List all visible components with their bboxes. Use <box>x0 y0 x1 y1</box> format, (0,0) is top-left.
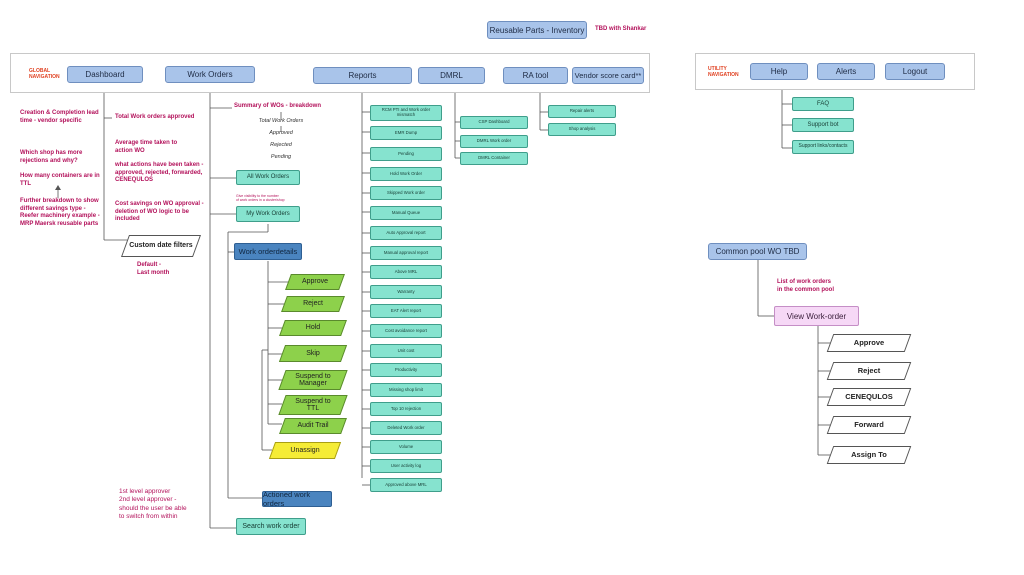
dashboard-note-containers: How many containers are in TTL <box>20 173 100 187</box>
report-item[interactable]: Hold Work Order <box>370 167 442 181</box>
utility-navigation-label: UTILITY NAVIGATION <box>708 66 739 78</box>
help-support-bot[interactable]: Support bot <box>792 118 854 132</box>
report-item[interactable]: Auto Approval report <box>370 226 442 240</box>
report-item[interactable]: Manual Queue <box>370 206 442 220</box>
dmrl-container[interactable]: DMRL Container <box>460 152 528 165</box>
common-pool-wo[interactable]: Common pool WO TBD <box>708 243 807 260</box>
report-item[interactable]: Productivity <box>370 363 442 377</box>
action-unassign[interactable]: Unassign <box>268 442 342 459</box>
wo-summary-title: Summary of WOs - breakdown <box>234 103 322 109</box>
approver-note: 1st level approver 2nd level approver - … <box>119 488 187 521</box>
report-item[interactable]: Above MRL <box>370 265 442 279</box>
nav-logout[interactable]: Logout <box>885 63 945 80</box>
action-hold[interactable]: Hold <box>279 320 347 336</box>
pool-action-cenequlos[interactable]: CENEQULOS <box>826 388 912 406</box>
help-support-links[interactable]: Support links/contacts <box>792 140 854 154</box>
view-work-order[interactable]: View Work-order <box>774 306 859 326</box>
dashboard-note-rejections: Which shop has more rejections and why? <box>20 150 83 164</box>
report-item[interactable]: Manual approval report <box>370 246 442 260</box>
nav-work-orders[interactable]: Work Orders <box>165 66 255 83</box>
pool-action-reject[interactable]: Reject <box>826 362 912 380</box>
report-item[interactable]: Skipped Work order <box>370 186 442 200</box>
ra-repair-alerts[interactable]: Repair alerts <box>548 105 616 118</box>
wo-summary-total: Total Work Orders <box>258 118 304 124</box>
action-reject[interactable]: Reject <box>281 296 345 312</box>
report-item[interactable]: Volume <box>370 440 442 454</box>
custom-date-default-note: Default - Last month <box>137 262 170 276</box>
report-item[interactable]: RCM PTI and Work order mismatch <box>370 105 442 121</box>
ra-shop-analysis[interactable]: Shop analysis <box>548 123 616 136</box>
global-navigation-label: GLOBAL NAVIGATION <box>29 68 60 80</box>
report-item[interactable]: EMR Dump <box>370 126 442 140</box>
report-item[interactable]: Top 10 rejection <box>370 402 442 416</box>
report-item[interactable]: EAT Alert report <box>370 304 442 318</box>
report-item[interactable]: Cost avoidance report <box>370 324 442 338</box>
nav-alerts[interactable]: Alerts <box>817 63 875 80</box>
pool-action-forward[interactable]: Forward <box>826 416 912 434</box>
pool-action-approve[interactable]: Approve <box>826 334 912 352</box>
nav-dmrl[interactable]: DMRL <box>418 67 485 84</box>
dmrl-csp-dashboard[interactable]: CSP Dashboard <box>460 116 528 129</box>
report-item[interactable]: Missing shop limit <box>370 383 442 397</box>
dashboard-note-lead-time: Creation & Completion lead time - vendor… <box>20 110 99 124</box>
report-item[interactable]: Approved above MRL <box>370 478 442 492</box>
nav-reports[interactable]: Reports <box>313 67 412 84</box>
actioned-work-orders[interactable]: Actioned work orders <box>262 490 332 508</box>
dashboard-note-savings: Further breakdown to show different savi… <box>20 198 100 227</box>
nav-ra-tool[interactable]: RA tool <box>503 67 568 84</box>
dashboard-note-average-time: Average time taken to action WO <box>115 140 178 154</box>
dashboard-note-actions-taken: what actions have been taken - approved,… <box>115 162 204 183</box>
action-suspend-to-ttl[interactable]: Suspend to TTL <box>278 395 348 415</box>
common-pool-note: List of work orders in the common pool <box>777 279 834 293</box>
dashboard-note-cost-savings: Cost savings on WO approval - deletion o… <box>115 201 204 222</box>
action-approve[interactable]: Approve <box>285 274 345 290</box>
all-work-orders[interactable]: All Work Orders <box>236 170 300 185</box>
header-tbd-note: TBD with Shankar <box>595 26 647 32</box>
report-item[interactable]: Unit cost <box>370 344 442 358</box>
nav-dashboard[interactable]: Dashboard <box>67 66 143 83</box>
visibility-note: Give visibility to the number of work or… <box>236 194 285 203</box>
report-item[interactable]: Deleted Work order <box>370 421 442 435</box>
report-item[interactable]: Warranty <box>370 285 442 299</box>
work-order-details[interactable]: Work orderdetails <box>234 243 302 260</box>
nav-help[interactable]: Help <box>750 63 808 80</box>
wo-summary-approved: Approved <box>269 130 293 136</box>
help-faq[interactable]: FAQ <box>792 97 854 111</box>
report-item[interactable]: Pending <box>370 147 442 161</box>
dmrl-work-order[interactable]: DMRL Work order <box>460 135 528 148</box>
dashboard-note-total-approved: Total Work orders approved <box>115 114 195 120</box>
pool-action-assign-to[interactable]: Assign To <box>826 446 912 464</box>
my-work-orders[interactable]: My Work Orders <box>236 206 300 222</box>
search-work-order[interactable]: Search work order <box>236 518 306 535</box>
action-suspend-to-manager[interactable]: Suspend to Manager <box>278 370 348 390</box>
wo-summary-pending: Pending <box>270 154 292 160</box>
action-audit-trail[interactable]: Audit Trail <box>279 418 347 434</box>
wo-summary-rejected: Rejected <box>270 142 292 148</box>
nav-vendor-score-card[interactable]: Vendor score card** <box>572 67 644 84</box>
header-title: Reusable Parts - Inventory <box>487 21 587 39</box>
report-item[interactable]: User activity log <box>370 459 442 473</box>
action-skip[interactable]: Skip <box>278 345 348 362</box>
custom-date-filters[interactable]: Custom date filters <box>120 235 202 257</box>
